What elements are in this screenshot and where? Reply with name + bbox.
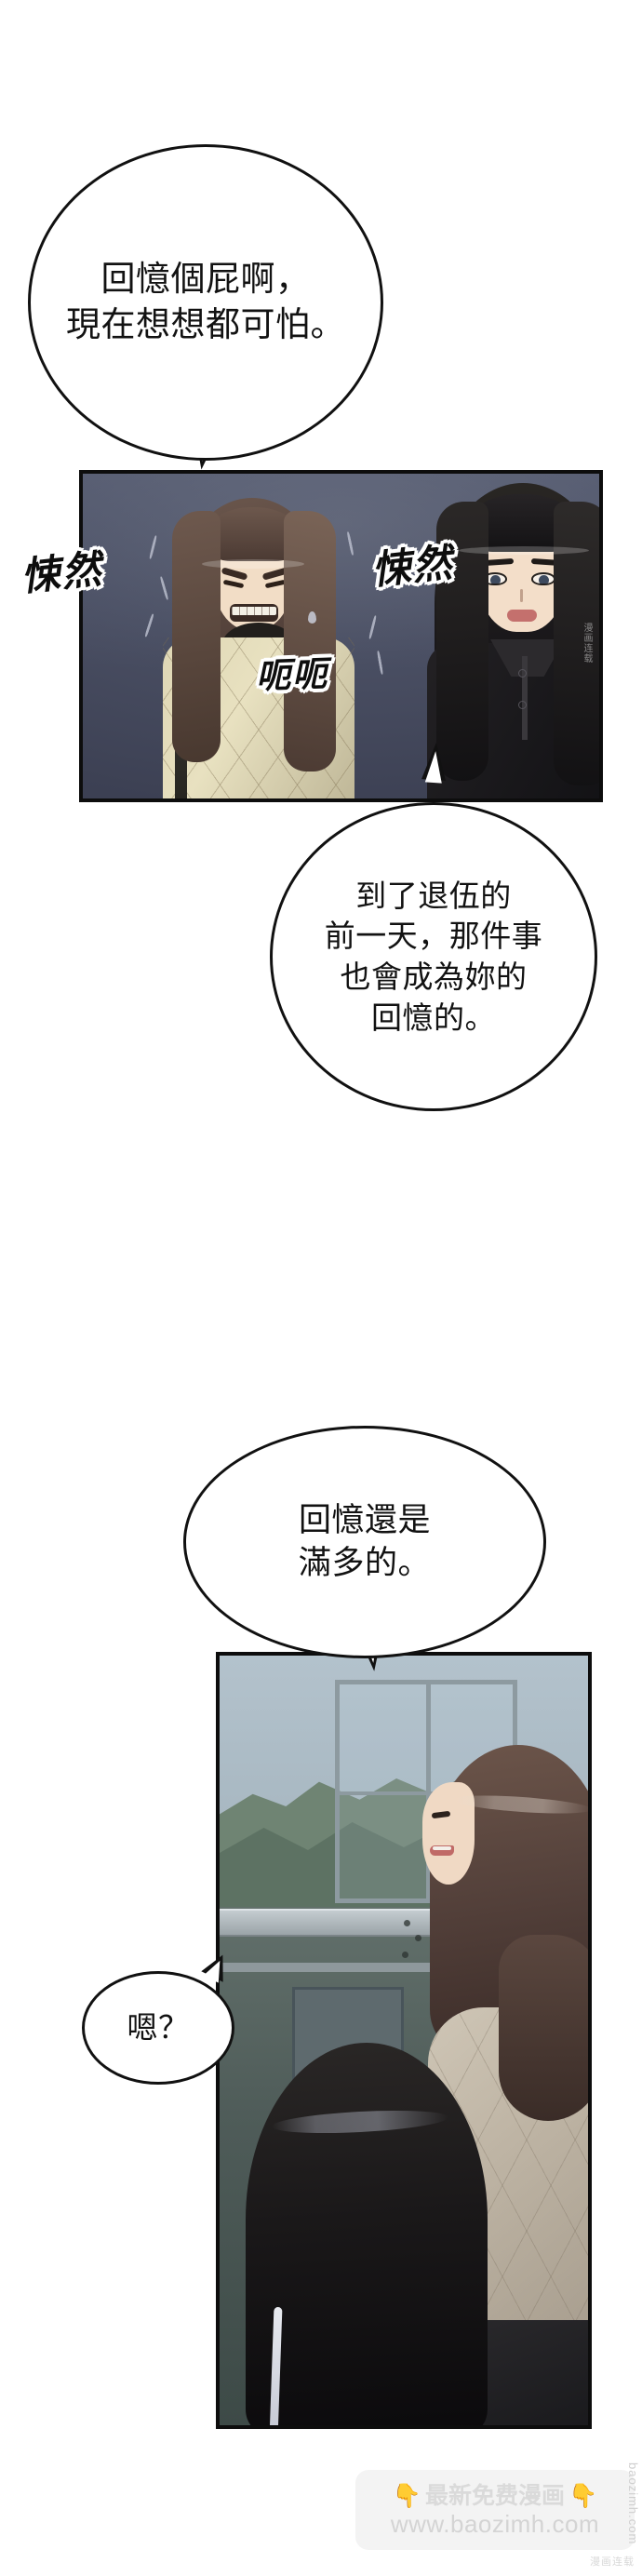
- watermark-url: www.baozimh.com: [390, 2509, 600, 2538]
- panel-2-speck-1: [404, 1920, 410, 1926]
- girl-brown-hair-shine: [202, 559, 304, 569]
- girl-sweater-mouth: [430, 1845, 454, 1856]
- comic-panel-2: [216, 1652, 592, 2429]
- girl-brown-hair-teeth: [232, 607, 276, 615]
- watermark-line-1: 👇 最新免费漫画 👇: [392, 2482, 598, 2509]
- speech-bubble-4: 嗯？: [82, 1971, 234, 2085]
- girl-sweater-face: [422, 1782, 475, 1885]
- panel-2-window-mullion-horizontal: [335, 1791, 517, 1795]
- girl-brown-hair-sweat-drop: [308, 611, 316, 624]
- site-watermark: 👇 最新免费漫画 👇 www.baozimh.com: [355, 2470, 635, 2550]
- girl-sweater-hair-over-shoulder: [499, 1935, 588, 2121]
- sfx-groan: 呃呃: [255, 654, 329, 696]
- pointing-down-hand-icon-left: 👇: [392, 2482, 421, 2509]
- girl-black-hair-strand-left: [436, 502, 488, 781]
- girl-black-hair-button-1: [518, 669, 527, 678]
- speech-bubble-3: 回憶還是 滿多的。: [183, 1426, 546, 1658]
- comic-panel-1: 悚然 呃呃 漫画连载: [79, 470, 603, 802]
- speech-bubble-2-text: 到了退伍的 前一天，那件事 也會成為妳的 回憶的。: [324, 878, 543, 1035]
- girl-black-hair-button-2: [518, 701, 527, 709]
- girl-black-hair-mouth: [507, 610, 537, 622]
- watermark-small-text: 漫画连载: [590, 2556, 635, 2568]
- girl-black-hair-shine: [459, 546, 589, 555]
- girl-black-hair-nose: [520, 589, 523, 602]
- pointing-down-hand-icon-right: 👇: [568, 2482, 598, 2509]
- speech-bubble-1: 回憶個屁啊， 現在想想都可怕。: [28, 144, 383, 461]
- panel-2-speck-3: [402, 1952, 408, 1958]
- girl-black-hair-strand-right: [554, 502, 599, 785]
- girl-black-hair-eye-right: [531, 572, 555, 585]
- watermark-promo-text: 最新免费漫画: [424, 2482, 565, 2509]
- speech-bubble-2: 到了退伍的 前一天，那件事 也會成為妳的 回憶的。: [270, 802, 597, 1111]
- girl-black-hair-placket: [522, 656, 528, 740]
- sfx-shudder-right: 悚然: [369, 540, 456, 593]
- panel-2-rail-lower: [220, 1963, 588, 1972]
- speech-bubble-4-text: 嗯？: [127, 2010, 190, 2046]
- sfx-shudder-left: 悚然: [19, 546, 105, 599]
- panel-2-speck-2: [415, 1935, 421, 1941]
- panel-watermark-tag: 漫画连载: [582, 623, 592, 664]
- girl-brown-hair-mouth: [230, 604, 278, 622]
- speech-bubble-3-text: 回憶還是 滿多的。: [298, 1501, 431, 1581]
- watermark-vertical-url: baozimh.com: [626, 2462, 640, 2544]
- speech-bubble-1-text: 回憶個屁啊， 現在想想都可怕。: [66, 260, 345, 343]
- girl-back-view-hair: [246, 2043, 488, 2425]
- girl-brown-hair-strand-left: [172, 511, 221, 762]
- girl-brown-hair-strand-right: [284, 511, 336, 771]
